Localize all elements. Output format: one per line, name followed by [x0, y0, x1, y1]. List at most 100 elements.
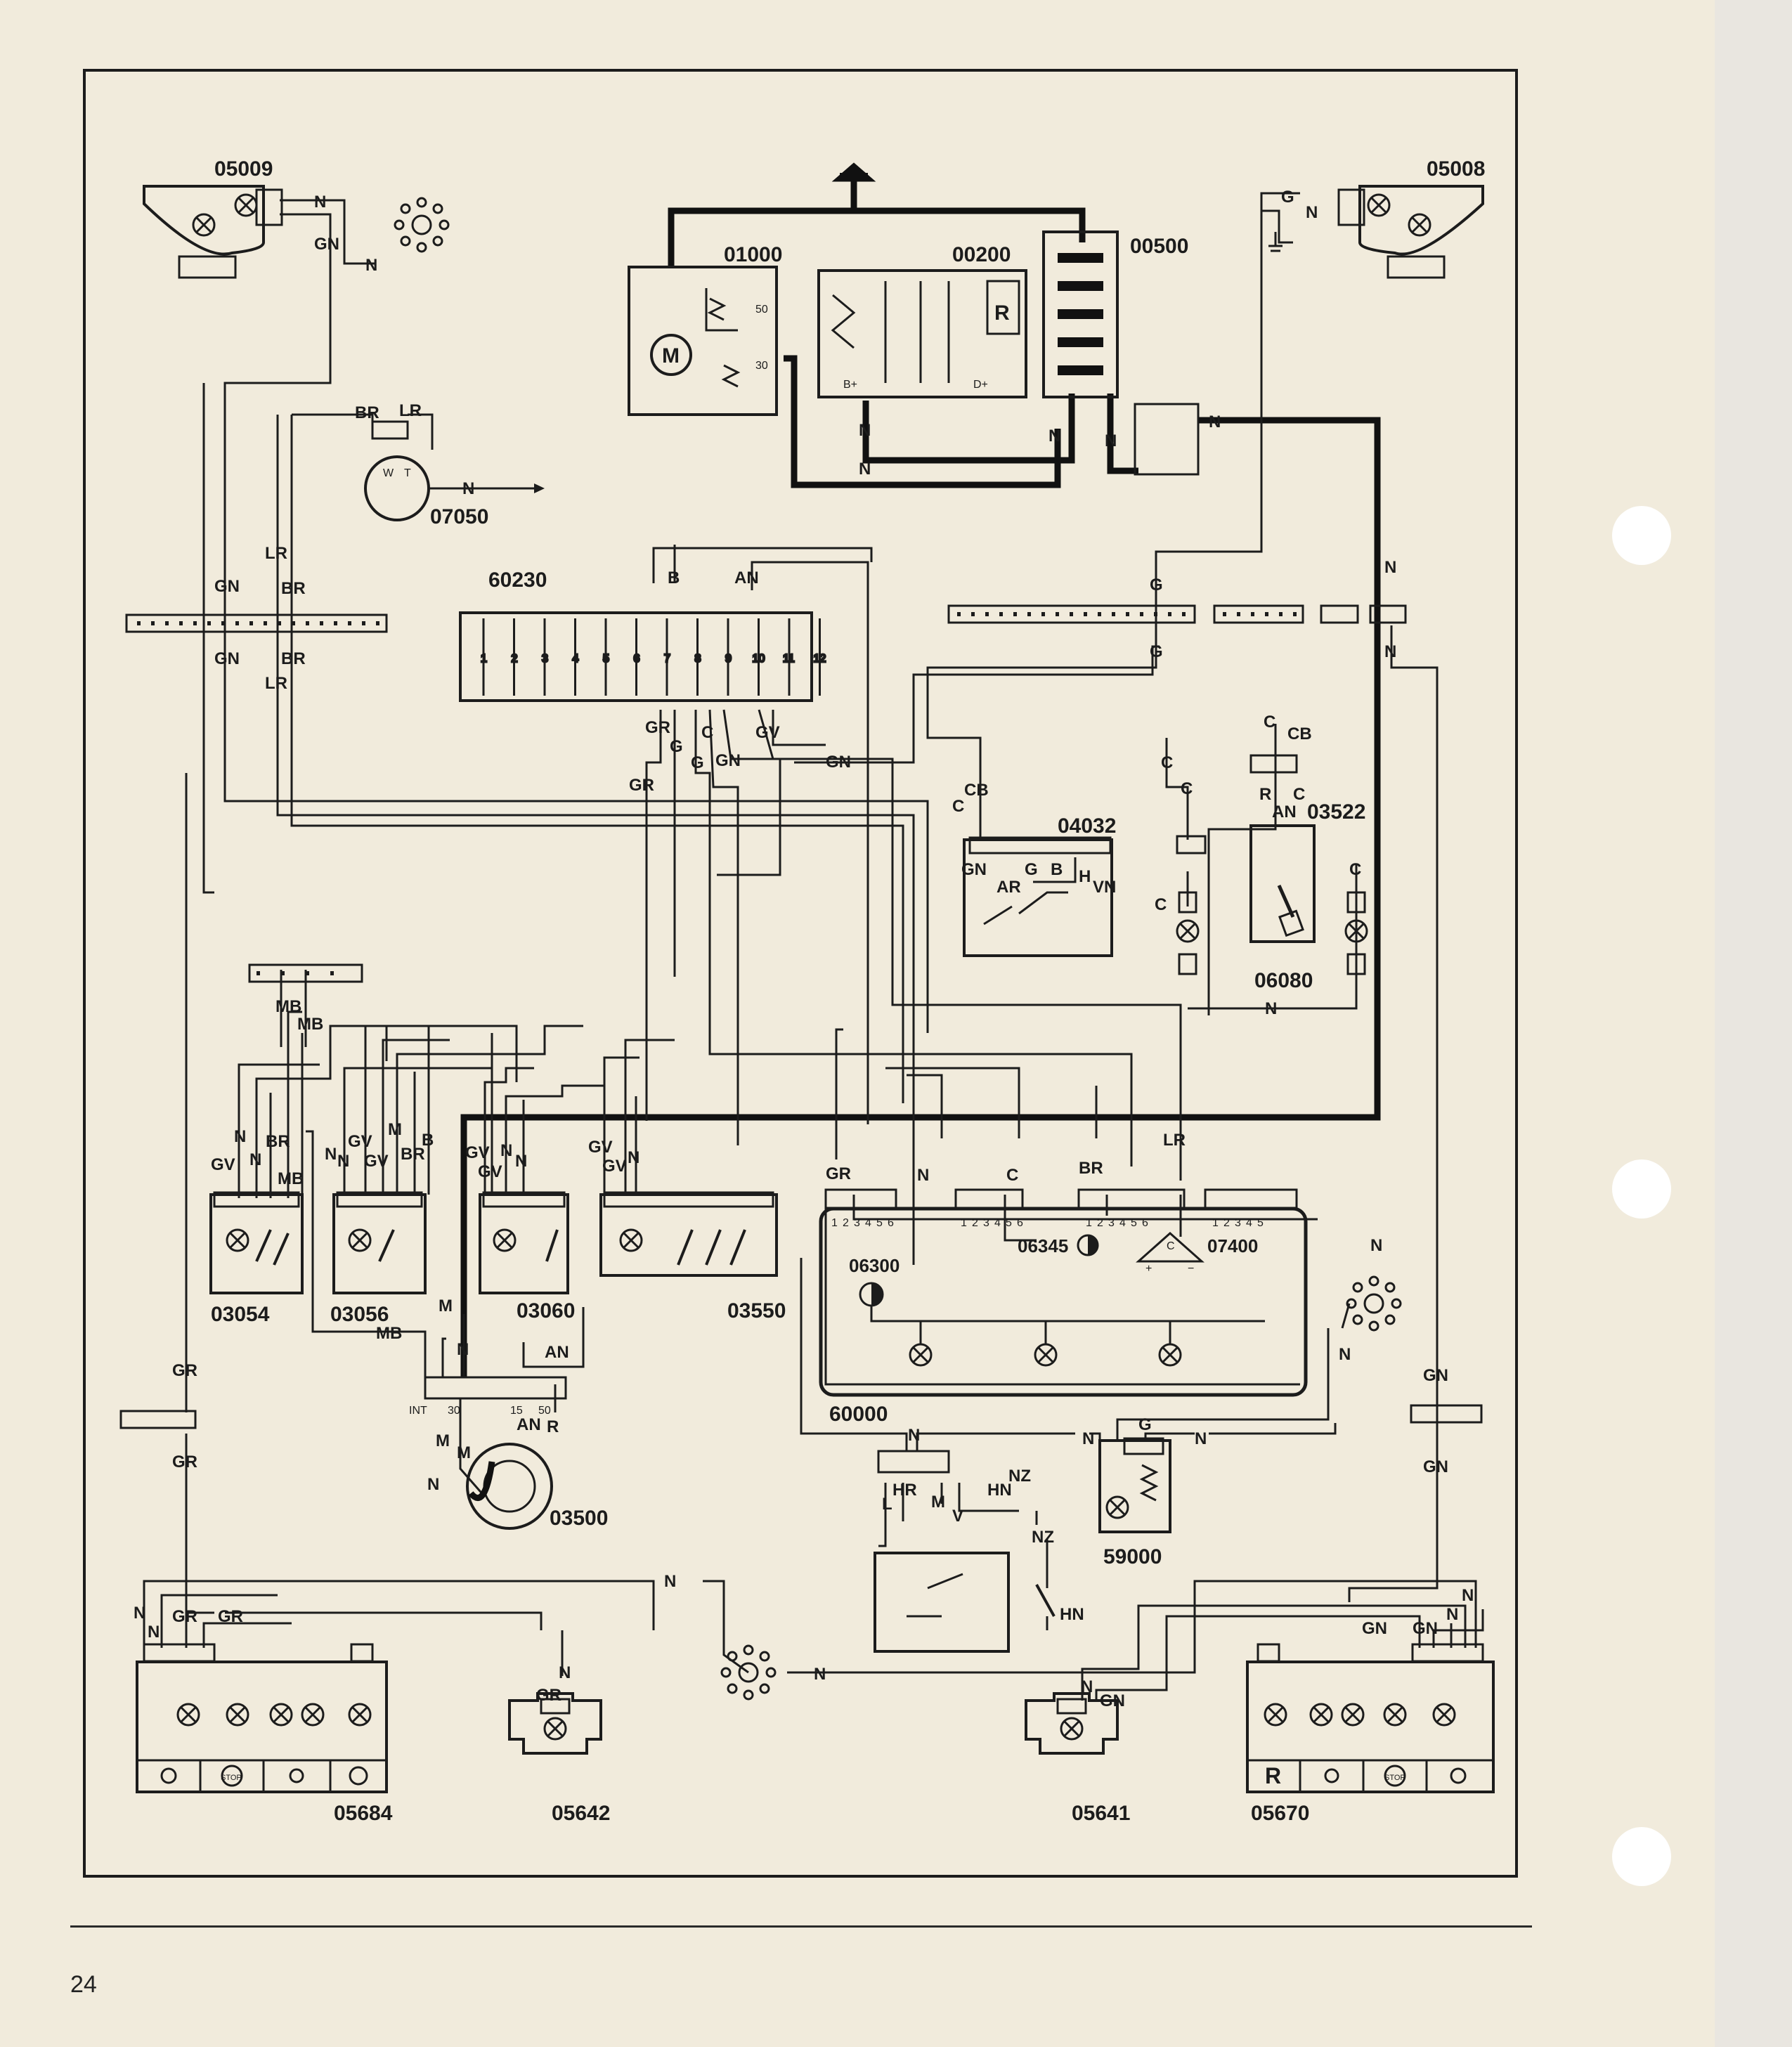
wire-label: N [462, 479, 474, 498]
page-number: 24 [70, 1971, 97, 1998]
label-05009: 05009 [214, 157, 273, 181]
wire-label: H [1079, 867, 1091, 886]
plate-lamp-05641: 05641 [1025, 1692, 1130, 1825]
wire-label: N [249, 1150, 261, 1169]
label-01000: 01000 [724, 243, 782, 266]
wire-label: GN [1362, 1619, 1387, 1638]
label-60000: 60000 [829, 1403, 888, 1426]
wire-label: GN [1423, 1366, 1448, 1385]
wire-label: N [1209, 412, 1221, 431]
connector-bar [1213, 604, 1304, 624]
wire-label: GV [755, 723, 780, 742]
wire-label: N [664, 1572, 676, 1591]
wire-label: LR [399, 401, 422, 420]
wiper-motor-59000: 59000 [1098, 1437, 1171, 1568]
rear-lamp-05670: R STOP 05670 [1246, 1643, 1495, 1825]
wire-label: C [1293, 785, 1305, 804]
wire-label: GN [961, 860, 987, 879]
wire-label: BR [355, 403, 379, 422]
diagram-frame [83, 69, 1518, 1878]
wire-label: N [1195, 1429, 1207, 1448]
fuse-number: 5 [603, 653, 609, 665]
connector-bar [1369, 604, 1407, 624]
wire-label: N [500, 1141, 512, 1160]
wire-label: CB [1287, 724, 1312, 743]
wire-label: AR [996, 878, 1021, 897]
wire-label: GN [214, 649, 240, 668]
wire-label: N [134, 1604, 145, 1623]
wiper-switch [874, 1450, 1056, 1653]
wire-label: G [1150, 576, 1163, 594]
connector-pin: 5 [1131, 1217, 1137, 1229]
regulator-symbol: R [994, 301, 1010, 325]
label-59000: 59000 [1103, 1545, 1162, 1568]
wire-label: GR [629, 776, 654, 795]
connector-pin: 4 [1246, 1217, 1252, 1229]
wire-label: GV [348, 1132, 372, 1151]
ground-point [1346, 1275, 1402, 1332]
fuse-number: 9 [725, 653, 732, 665]
thin-wires [143, 192, 1484, 1701]
wire-label: M [457, 1443, 471, 1462]
gauge-minus: − [1188, 1263, 1194, 1275]
connector-pin: 4 [994, 1217, 1001, 1229]
wire-label: C [1006, 1166, 1018, 1185]
connector-pin: 6 [1017, 1217, 1023, 1229]
wire-label: N [325, 1145, 337, 1164]
wire-label: G [1138, 1415, 1152, 1434]
ign-pin-30: 30 [448, 1405, 460, 1417]
connector-pin: 4 [865, 1217, 871, 1229]
label-06080: 06080 [1254, 969, 1313, 992]
switch-03054: 03054 [209, 1191, 304, 1326]
connector-pin: 6 [888, 1217, 894, 1229]
label-03500: 03500 [550, 1507, 608, 1530]
wire-label: N [1105, 431, 1117, 450]
gauge-plus: + [1145, 1263, 1152, 1275]
binder-hole [1612, 506, 1671, 565]
connector-pin: 2 [972, 1217, 978, 1229]
wire-label: AN [734, 568, 759, 587]
ign-pin-15: 15 [510, 1405, 523, 1417]
label-06300: 06300 [849, 1255, 900, 1276]
binder-hole [1612, 1159, 1671, 1219]
wire-label: GN [715, 751, 741, 770]
wire-label: BR [281, 649, 306, 668]
label-04032: 04032 [1058, 814, 1116, 838]
label-60230: 60230 [488, 568, 547, 592]
label-05642: 05642 [552, 1802, 610, 1825]
wire-label: M [436, 1431, 450, 1450]
wire-label: AN [1272, 802, 1297, 821]
fuse-number: 11 [783, 653, 795, 665]
fuse-number: 1 [481, 653, 487, 665]
wire-label: GR [172, 1607, 197, 1626]
wire-label: NZ [1008, 1467, 1031, 1486]
wire-label: N [1306, 203, 1318, 222]
wire-label: GN [314, 235, 339, 254]
wire-label: M [931, 1493, 945, 1512]
wire-label: N [314, 193, 326, 212]
ground-point [394, 197, 450, 253]
wire-label: N [1462, 1586, 1474, 1605]
wire-label: VN [1093, 878, 1116, 897]
headlamp-05009: 05009 [143, 157, 283, 279]
wire-label: G [1281, 188, 1294, 207]
connector-bar [119, 1410, 197, 1429]
connector-pin: 5 [1257, 1217, 1264, 1229]
wire-label: GR [645, 718, 670, 737]
wire-label: N [1384, 558, 1396, 577]
connector-pin: 1 [961, 1217, 967, 1229]
wire-label: B [422, 1131, 434, 1150]
wire-label: BR [281, 579, 306, 598]
binder-hole [1612, 1827, 1671, 1886]
wire-label: V [952, 1507, 963, 1526]
battery-00500: 00500 [1042, 230, 1200, 476]
wire-label: GV [364, 1152, 389, 1171]
wire-label: GR [826, 1164, 851, 1183]
wire-label: N [859, 460, 871, 479]
wire-label: M [388, 1120, 402, 1139]
wire-label: N [1082, 1429, 1094, 1448]
fuse-number: 4 [573, 653, 579, 665]
label-05684: 05684 [334, 1802, 393, 1825]
wire-label: NZ [1032, 1528, 1054, 1547]
